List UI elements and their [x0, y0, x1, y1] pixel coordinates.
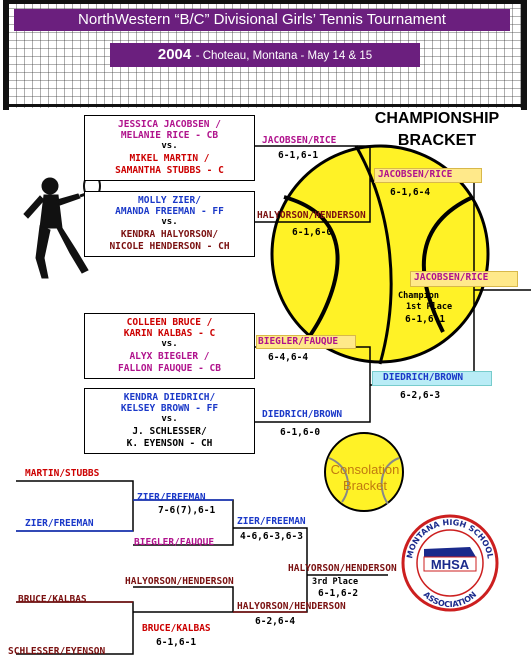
match2-vs: vs. — [161, 217, 178, 227]
semi-winner-2-highlight — [372, 371, 492, 386]
tennis-ball-small-icon — [324, 432, 404, 512]
cons-r1-winner-1: ZIER/FREEMAN — [137, 492, 206, 503]
match1-team2-line2: SAMANTHA STUBBS - C — [115, 165, 224, 176]
match4-team2-line1: J. SCHLESSER/ — [132, 426, 207, 437]
consolation-label-line2: Bracket — [342, 478, 388, 493]
match-box-3: COLLEEN BRUCE / KARIN KALBAS - C vs. ALY… — [84, 313, 255, 379]
cons-r2-bottom-1: BIEGLER/FAUQUE — [134, 537, 215, 548]
tournament-title: NorthWestern “B/C” Divisional Girls’ Ten… — [78, 11, 446, 28]
cons-r1-score-1: 7-6(7),6-1 — [158, 505, 216, 516]
cons-r1-bottom-1: ZIER/FREEMAN — [25, 518, 94, 529]
match1-team1-line2: MELANIE RICE - CB — [120, 130, 219, 141]
tennis-ball-large-icon — [270, 144, 490, 365]
champion-highlight — [410, 271, 518, 287]
champion-winner: JACOBSEN/RICE — [414, 272, 489, 283]
match4-team1-line1: KENDRA DIEDRICH/ — [123, 392, 216, 403]
r1-winner-2: HALYORSON/HENDERSON — [257, 210, 366, 221]
cons-r2-top-2: HALYORSON/HENDERSON — [125, 576, 234, 587]
semi-score-2: 6-2,6-3 — [400, 390, 441, 401]
champion-score: 6-1,6-1 — [405, 314, 446, 325]
r1-winner-4: DIEDRICH/BROWN — [262, 409, 343, 420]
match1-vs: vs. — [161, 141, 178, 151]
match3-team1-line2: KARIN KALBAS - C — [123, 328, 216, 339]
match2-team2-line2: NICOLE HENDERSON - CH — [109, 241, 230, 252]
tournament-year: 2004 — [157, 46, 192, 63]
match3-team1-line1: COLLEEN BRUCE / — [126, 317, 213, 328]
cons-r1-score-2: 6-1,6-1 — [156, 637, 197, 648]
championship-label-line2: BRACKET — [397, 132, 477, 149]
match3-vs: vs. — [161, 339, 178, 349]
match-box-1: JESSICA JACOBSEN / MELANIE RICE - CB vs.… — [84, 115, 255, 181]
r1-score-3: 6-4,6-4 — [268, 352, 309, 363]
cons-r1-winner-2: BRUCE/KALBAS — [142, 623, 211, 634]
r1-winner-3-highlight — [256, 335, 356, 349]
r1-winner-1: JACOBSEN/RICE — [262, 135, 337, 146]
match1-team2-line1: MIKEL MARTIN / — [129, 153, 210, 164]
cons-r1-top-2: BRUCE/KALBAS — [18, 594, 87, 605]
r1-winner-3: BIEGLER/FAUQUE — [258, 336, 339, 347]
champion-title-line2: 1st Place — [406, 302, 453, 312]
logo-mhsa-text: MHSA — [431, 557, 470, 572]
match2-team1-line2: AMANDA FREEMAN - FF — [115, 206, 224, 217]
semi-winner-2: DIEDRICH/BROWN — [383, 372, 464, 383]
match1-team1-line1: JESSICA JACOBSEN / — [118, 119, 221, 130]
consolation-label-line1: Consolation — [330, 462, 400, 477]
r1-score-2: 6-1,6-0 — [292, 227, 333, 238]
cons-r2-winner-2: HALYORSON/HENDERSON — [237, 601, 346, 612]
match-box-2: MOLLY ZIER/ AMANDA FREEMAN - FF vs. KEND… — [84, 191, 255, 257]
cons-r2-winner-1: ZIER/FREEMAN — [237, 516, 306, 527]
semi-score-1: 6-1,6-4 — [390, 187, 431, 198]
match4-vs: vs. — [161, 414, 178, 424]
match2-team1-line1: MOLLY ZIER/ — [138, 195, 201, 206]
match4-team2-line2: K. EYENSON - CH — [126, 438, 213, 449]
r1-score-1: 6-1,6-1 — [278, 150, 319, 161]
championship-label-line1: CHAMPIONSHIP — [374, 110, 500, 127]
cons-r1-bottom-2: SCHLESSER/EYENSON — [8, 646, 106, 657]
cons-r2-score-1: 4-6,6-3,6-3 — [240, 531, 303, 542]
tournament-title-banner: NorthWestern “B/C” Divisional Girls’ Ten… — [14, 9, 510, 31]
third-place-score: 6-1,6-2 — [318, 588, 359, 599]
match4-team1-line2: KELSEY BROWN - FF — [120, 403, 219, 414]
third-place-winner: HALYORSON/HENDERSON — [288, 563, 397, 574]
championship-bracket-label: CHAMPIONSHIP BRACKET — [372, 108, 502, 152]
match2-team2-line1: KENDRA HALYORSON/ — [120, 229, 219, 240]
consolation-bracket-label: Consolation Bracket — [320, 462, 410, 494]
semi-winner-1: JACOBSEN/RICE — [378, 169, 453, 180]
match3-team2-line1: ALYX BIEGLER / — [129, 351, 210, 362]
r1-score-4: 6-1,6-0 — [280, 427, 321, 438]
mhsa-logo: MONTANA HIGH SCHOOL ASSOCIATION MHSA — [401, 514, 499, 612]
semi-winner-1-highlight — [374, 168, 482, 183]
match3-team2-line2: FALLON FAUQUE - CB — [118, 363, 221, 374]
match-box-4: KENDRA DIEDRICH/ KELSEY BROWN - FF vs. J… — [84, 388, 255, 454]
tournament-details: - Choteau, Montana - May 14 & 15 — [195, 50, 373, 62]
champion-title-line1: Champion — [398, 291, 439, 301]
tournament-details-banner: 2004 - Choteau, Montana - May 14 & 15 — [110, 43, 420, 67]
cons-r2-score-2: 6-2,6-4 — [255, 616, 296, 627]
third-place-title: 3rd Place — [312, 577, 359, 587]
cons-r1-top-1: MARTIN/STUBBS — [25, 468, 100, 479]
